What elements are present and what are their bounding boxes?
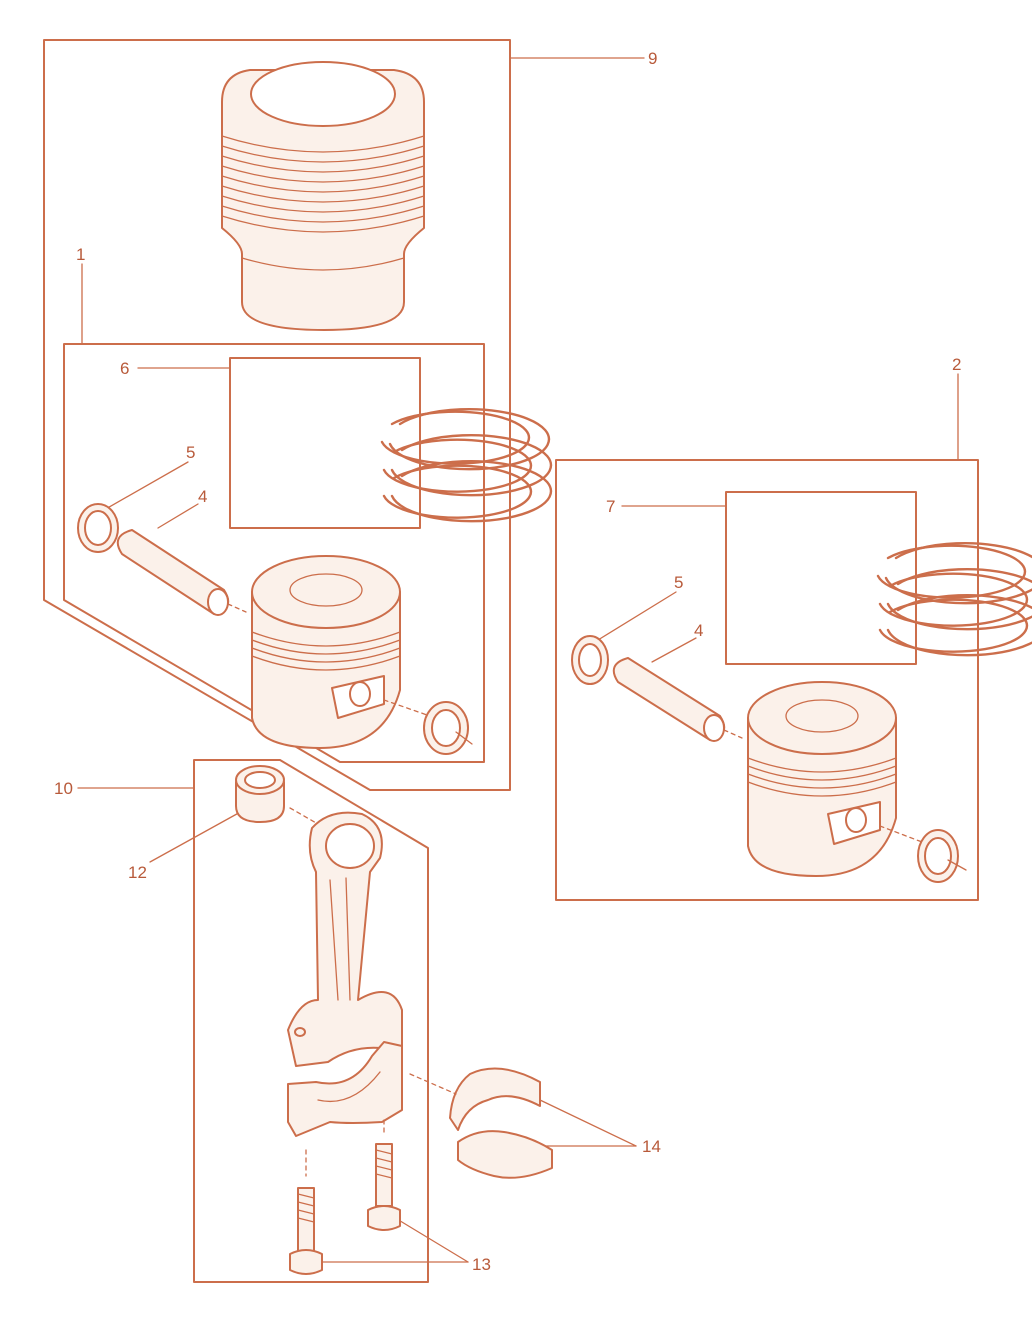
callout-12: 12 (128, 863, 147, 882)
callout-labels: 9 1 6 2 5 4 7 5 4 10 12 14 13 (54, 49, 961, 1274)
piston-rings-7 (876, 542, 1032, 657)
piston-pin-4b (612, 657, 726, 742)
frame-9 (43, 39, 511, 791)
callout-4b: 4 (694, 621, 703, 640)
cylinder-liner (221, 61, 425, 331)
leader-lines (77, 57, 959, 1263)
bearing-shells (449, 1067, 553, 1179)
callout-5b: 5 (674, 573, 683, 592)
callout-7: 7 (606, 497, 615, 516)
frame-2 (555, 459, 979, 901)
circlip-5a (77, 503, 119, 553)
liner-fins (221, 135, 425, 271)
callout-9: 9 (648, 49, 657, 68)
piston-pin-4a (116, 529, 230, 616)
small-end-bush (235, 765, 285, 823)
callout-4a: 4 (198, 487, 207, 506)
frame-10 (193, 759, 429, 1283)
liner-bore (250, 61, 396, 127)
piston-1 (251, 555, 401, 749)
circlip-5a-end (423, 701, 469, 755)
callout-2: 2 (952, 355, 961, 374)
rod-cap (287, 1041, 403, 1137)
connecting-rod (287, 811, 403, 1067)
callout-1: 1 (76, 245, 85, 264)
callout-14: 14 (642, 1137, 661, 1156)
circlip-5b-end (917, 829, 959, 883)
rod-bolt-left (289, 1149, 323, 1275)
rod-bolt-right (367, 1119, 401, 1231)
circlip-5b (571, 635, 609, 685)
piston-2 (747, 681, 897, 877)
callout-6: 6 (120, 359, 129, 378)
callout-5a: 5 (186, 443, 195, 462)
piston-rings-6 (380, 408, 553, 523)
callout-10: 10 (54, 779, 73, 798)
callout-13: 13 (472, 1255, 491, 1274)
frame-1 (63, 343, 485, 763)
